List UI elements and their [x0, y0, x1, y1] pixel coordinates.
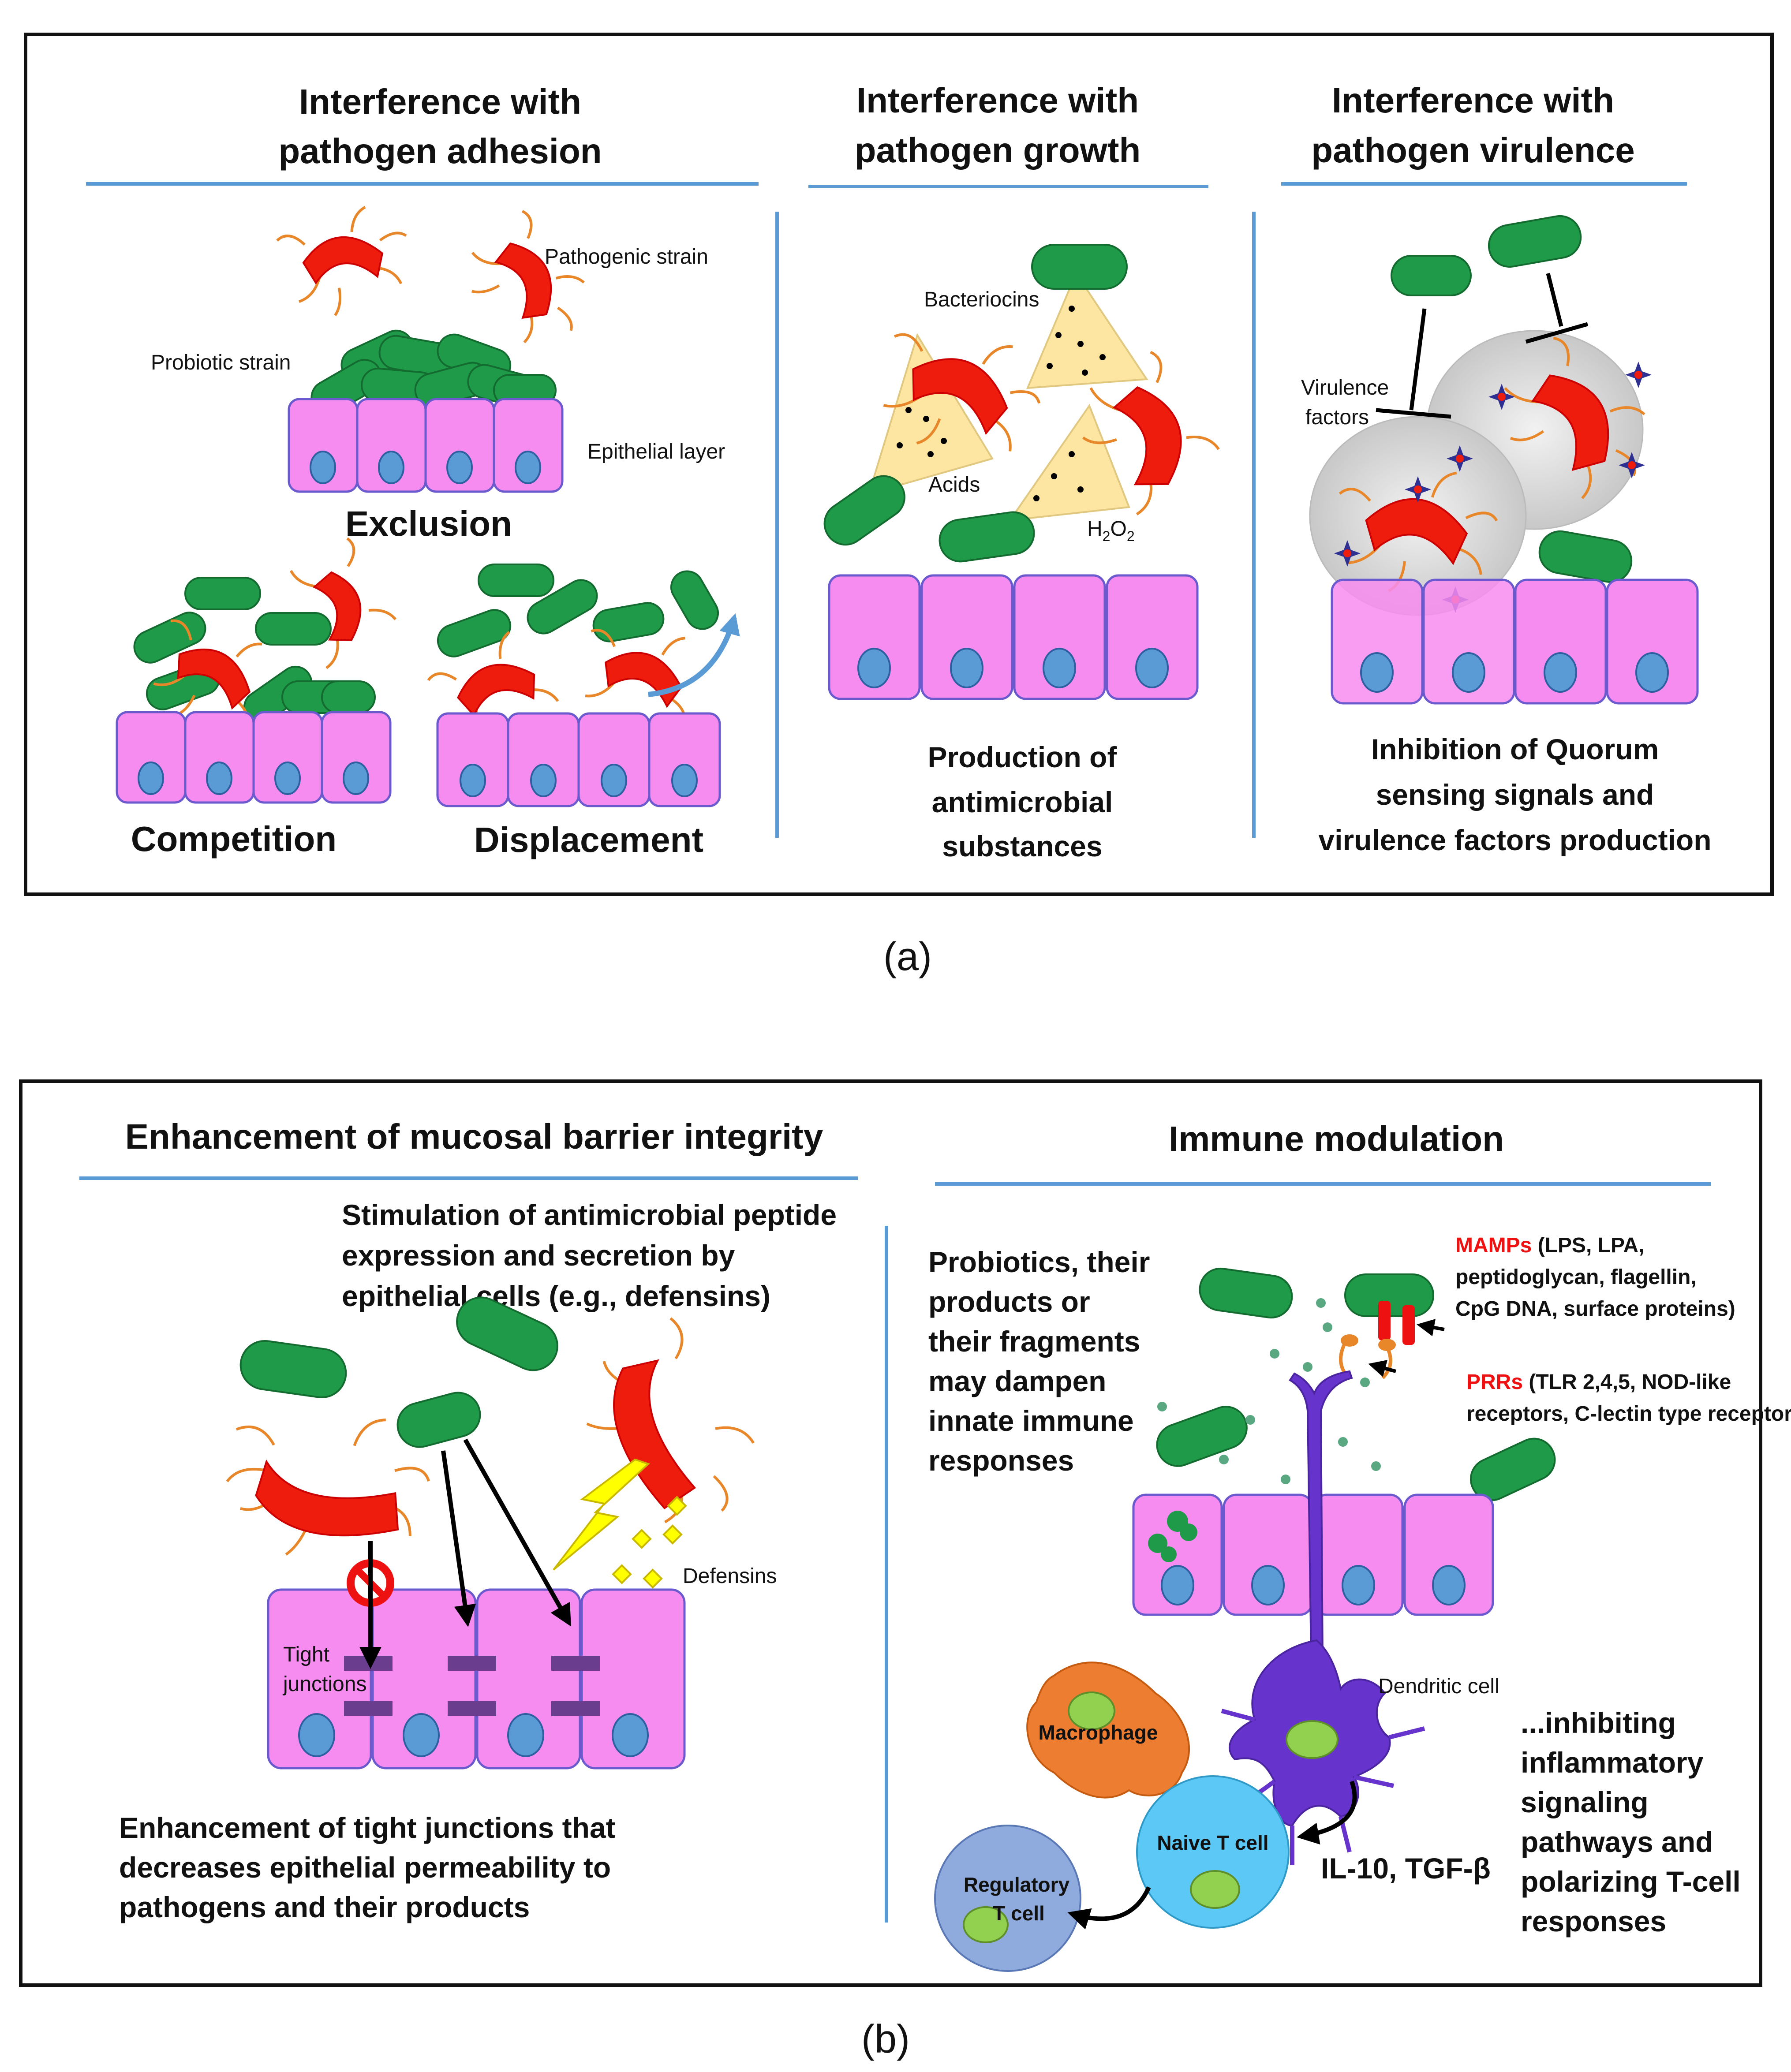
macrophage-cell	[1026, 1661, 1190, 1799]
virulence-caption-line1: Inhibition of Quorum	[1371, 733, 1659, 765]
pathogen-bacterium	[276, 206, 407, 316]
inhib-line4: pathways and	[1521, 1826, 1713, 1858]
prob-line6: responses	[928, 1444, 1074, 1477]
prob-line3: their fragments	[928, 1325, 1140, 1358]
tight-junctions-line1: Tight	[283, 1643, 329, 1666]
pathogen-bacterium	[1504, 336, 1645, 500]
inhib-line5: polarizing T-cell	[1521, 1865, 1741, 1898]
mamps-line2: peptidoglycan, flagellin,	[1455, 1266, 1697, 1289]
epithelial-layer	[1331, 579, 1699, 705]
epithelial-layer	[828, 574, 1199, 700]
col2-title-line1: Interference with	[856, 81, 1139, 120]
prrs-line2: receptors, C-lectin type receptors)	[1466, 1402, 1791, 1426]
barrier-bottom-line3: pathogens and their products	[119, 1891, 530, 1923]
barrier-illustration	[226, 1296, 755, 1770]
prob-line2: products or	[928, 1285, 1090, 1318]
mamps-line1: MAMPs (LPS, LPA,	[1455, 1234, 1644, 1257]
stim-line3: epithelial cells (e.g., defensins)	[342, 1280, 770, 1312]
virulence-label-line2: factors	[1305, 406, 1369, 429]
epithelial-layer-label: Epithelial layer	[587, 440, 725, 463]
regulatory-t-cell	[934, 1825, 1081, 1972]
tight-junction-bars	[344, 1656, 600, 1716]
panel-b-frame	[19, 1079, 1762, 1987]
exclusion-illustration	[276, 206, 585, 493]
competition-illustration	[116, 537, 397, 804]
prrs-line1: PRRs (TLR 2,4,5, NOD-like	[1466, 1370, 1731, 1394]
inhib-line6: responses	[1521, 1905, 1666, 1938]
tight-junctions-line2: junctions	[282, 1673, 366, 1696]
pathogen-bacterium	[153, 619, 262, 728]
col1-title-line1: Interference with	[299, 82, 581, 121]
exclusion-caption: Exclusion	[345, 504, 512, 543]
mamp-receptor-icons	[1339, 1301, 1445, 1379]
defensins-label: Defensins	[683, 1564, 777, 1588]
pathogen-bacterium	[1339, 471, 1498, 592]
probiotic-strain-label: Probiotic strain	[151, 351, 291, 374]
virulence-illustration	[1309, 215, 1699, 705]
stim-line2: expression and secretion by	[342, 1239, 735, 1272]
regulatory-t-cell-line1: Regulatory	[964, 1873, 1070, 1896]
growth-caption-line2: antimicrobial	[932, 786, 1113, 818]
epithelial-layer	[116, 711, 392, 804]
pathogen-bacterium	[1082, 351, 1220, 515]
mamps-line3: CpG DNA, surface proteins)	[1455, 1297, 1735, 1321]
virulence-caption-line3: virulence factors production	[1318, 824, 1711, 856]
epithelial-layer	[436, 712, 721, 807]
fragment-dots	[1157, 1298, 1381, 1484]
regulatory-t-cell-line2: T cell	[993, 1902, 1045, 1925]
barrier-bottom-line1: Enhancement of tight junctions that	[119, 1811, 616, 1844]
col2-title-line2: pathogen growth	[855, 131, 1141, 170]
dendritic-cell-label: Dendritic cell	[1378, 1675, 1499, 1698]
bacteriocins-label: Bacteriocins	[924, 288, 1039, 311]
prob-line5: innate immune	[928, 1404, 1134, 1437]
pathogen-bacterium	[586, 1317, 755, 1523]
immune-illustration	[934, 1267, 1556, 1972]
stim-line1: Stimulation of antimicrobial peptide	[342, 1198, 837, 1231]
col3-title-line1: Interference with	[1332, 81, 1614, 120]
col3-title-line2: pathogen virulence	[1311, 131, 1634, 170]
barrier-bottom-line2: decreases epithelial permeability to	[119, 1851, 611, 1884]
epithelial-layer	[267, 1588, 686, 1770]
antimicrobial-illustration	[823, 244, 1220, 700]
probiotic-cluster	[310, 329, 557, 415]
panel-b-right-title: Immune modulation	[1169, 1119, 1504, 1158]
displacement-illustration	[427, 564, 740, 807]
epithelial-layer	[288, 398, 564, 493]
macrophage-label: Macrophage	[1039, 1721, 1158, 1744]
pathogen-bacterium	[883, 333, 1041, 452]
inhib-line1: ...inhibiting	[1521, 1706, 1676, 1739]
inhib-line3: signaling	[1521, 1786, 1649, 1818]
inhib-line2: inflammatory	[1521, 1746, 1704, 1779]
acids-label: Acids	[928, 473, 980, 497]
lightning-icon	[553, 1458, 650, 1571]
displacement-arrow	[648, 613, 740, 697]
panel-b-label: (b)	[861, 2017, 910, 2061]
h2o2-label: H2O2	[1087, 517, 1135, 544]
col1-title-line2: pathogen adhesion	[278, 131, 602, 171]
displacement-caption: Displacement	[474, 820, 703, 859]
pathogen-bacterium	[289, 537, 397, 669]
naive-t-cell-label: Naive T cell	[1157, 1831, 1268, 1854]
epithelial-layer	[1132, 1493, 1494, 1616]
pathogen-bacterium	[471, 210, 585, 343]
prob-line4: may dampen	[928, 1365, 1106, 1397]
panel-a-frame	[24, 33, 1774, 896]
growth-caption-line3: substances	[942, 830, 1102, 862]
virulence-caption-line2: sensing signals and	[1376, 778, 1654, 811]
growth-caption-line1: Production of	[928, 741, 1118, 773]
virulence-label-line1: Virulence	[1301, 376, 1389, 399]
competition-caption: Competition	[131, 819, 337, 859]
naive-t-cell	[1136, 1775, 1290, 1929]
pathogen-bacterium	[226, 1419, 430, 1556]
panel-b-left-title: Enhancement of mucosal barrier integrity	[125, 1117, 823, 1156]
pathogenic-strain-label: Pathogenic strain	[545, 245, 708, 269]
dendritic-cell	[1221, 1370, 1425, 1865]
cytokines-label: IL-10, TGF-β	[1321, 1852, 1491, 1885]
prob-line1: Probiotics, their	[928, 1246, 1150, 1278]
panel-a-label: (a)	[883, 935, 932, 979]
